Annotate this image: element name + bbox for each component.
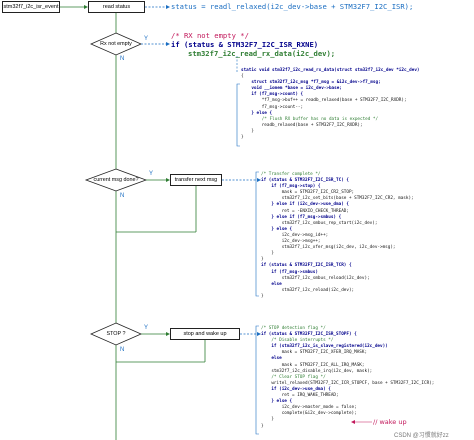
code-line: if (status & STM32F7_I2C_ISR_STOPF) { <box>261 332 357 338</box>
wake-up-annotation: // wake up <box>373 418 407 426</box>
code-line: stm32f7_i2c_disable_irq(i2c_dev, mask); <box>261 368 373 374</box>
transfer-next-box: transfer next msg <box>170 174 222 186</box>
status-read-line: status = readl_relaxed(i2c_dev->base + S… <box>171 2 414 11</box>
rx-diamond <box>90 32 142 56</box>
code-line: } <box>261 257 264 263</box>
code-line: if (status & STM32F7_I2C_ISR_TC) { <box>261 178 349 184</box>
rx-no-label: N <box>120 56 125 62</box>
code-line: mask = STM32F7_I2C_XFER_IRQ_MASK; <box>261 350 368 356</box>
rx-if-line: if (status & STM32F7_I2C_ISR_RXNE) <box>171 40 319 49</box>
code-line: /* STOP detection flag */ <box>261 326 326 331</box>
code-line: if (i2c_dev->use_dma) { <box>261 386 331 392</box>
code-line: /* Disable interrupts */ <box>261 338 334 344</box>
code-line: } else { <box>241 110 273 116</box>
stop-diamond <box>90 322 142 346</box>
stop-no-label: N <box>120 347 125 353</box>
transfer-complete-code: /* Transfer complete */if (status & STM3… <box>261 172 414 300</box>
code-line: { <box>241 74 244 80</box>
code-line: } <box>261 251 274 257</box>
code-line: ret = IRQ_WAKE_THREAD; <box>261 393 339 399</box>
code-line: else <box>261 281 282 287</box>
msg-diamond <box>84 168 148 192</box>
code-line: } else if (f7_msg->smbus) { <box>261 214 342 220</box>
code-line: mask = STM32F7_I2C_ALL_IRQ_MASK; <box>261 362 365 368</box>
code-line: writel_relaxed(STM32F7_I2C_ICR_STOPCF, b… <box>261 380 435 386</box>
code-line: else <box>261 356 282 362</box>
code-line: } <box>241 128 254 134</box>
code-line: } else if (i2c_dev->use_dma) { <box>261 202 349 208</box>
code-line: mask = STM32F7_I2C_CR2_STOP; <box>261 190 355 196</box>
code-line: struct stm32f7_i2c_msg *f7_msg = &i2c_de… <box>241 80 381 86</box>
msg-question: current msg done? <box>93 177 139 183</box>
code-line: if (f7_msg->stop) { <box>261 184 321 190</box>
msg-yes-label: Y <box>149 171 154 177</box>
code-line: i2c_dev->master_mode = false; <box>261 405 357 411</box>
code-line: void __iomem *base = i2c_dev->base; <box>241 86 342 92</box>
code-line: static void stm32f7_i2c_read_rx_data(str… <box>241 68 420 73</box>
stop-yes-label: Y <box>144 325 149 331</box>
code-line: /* Flush RX buffer has no data is expect… <box>241 116 379 122</box>
read-status-box: read status <box>88 1 145 13</box>
code-line: stm32f7_i2c_smbus_reload(i2c_dev); <box>261 275 370 281</box>
code-line: } else { <box>261 226 293 232</box>
rx-yes-label: Y <box>144 36 149 42</box>
stop-wake-box: stop and wake up <box>170 328 240 340</box>
rx-question: Rx not empty <box>100 41 132 47</box>
code-line: *f7_msg->buf++ = readb_relaxed(base + ST… <box>241 98 407 104</box>
code-line: } <box>261 293 264 299</box>
code-line: } <box>261 417 274 423</box>
code-line: if (f7_msg->smbus) <box>261 269 318 275</box>
code-line: /* Clear STOP flag */ <box>261 374 326 380</box>
code-line: /* Transfer complete */ <box>261 172 321 177</box>
code-line: readb_relaxed(base + STM32F7_I2C_RXDR); <box>241 122 363 128</box>
rx-comment: /* RX not empty */ <box>171 31 249 40</box>
code-line: stm32f7_i2c_reload(i2c_dev); <box>261 287 355 293</box>
stop-question: STOP ? <box>106 331 126 337</box>
code-line: } <box>261 423 264 429</box>
watermark: CSDN @习惯就好zz <box>394 433 449 439</box>
code-line: if (f7_msg->count) { <box>241 92 304 98</box>
code-line: if (status & STM32F7_I2C_ISR_TCR) { <box>261 263 352 269</box>
stop-detection-code: /* STOP detection flag */if (status & ST… <box>261 326 434 430</box>
code-line: i2c_dev->msg_id++; <box>261 232 329 238</box>
code-line: f7_msg->count--; <box>241 104 304 110</box>
rx-call-line: stm32f7_i2c_read_rx_data(i2c_dev); <box>188 49 336 58</box>
code-line: stm32f7_i2c_xfer_msg(i2c_dev, i2c_dev->m… <box>261 245 396 251</box>
code-line: stm32f7_i2c_smbus_rep_start(i2c_dev); <box>261 220 378 226</box>
isr-entry-box: stm32f7_i2c_isr_event <box>2 1 60 13</box>
code-line: if (stm32f7_i2c_is_slave_registered(i2c_… <box>261 344 388 350</box>
code-line: } <box>241 135 244 141</box>
code-line: } else { <box>261 399 293 405</box>
code-line: stm32f7_i2c_set_bits(base + STM32F7_I2C_… <box>261 196 414 202</box>
read-rx-function-code: static void stm32f7_i2c_read_rx_data(str… <box>241 68 420 141</box>
code-line: complete(&i2c_dev->complete); <box>261 411 357 417</box>
msg-no-label: N <box>120 193 125 199</box>
code-line: i2c_dev->msg++; <box>261 239 321 245</box>
code-line: ret = -ENXIO_CHECK_THREAD; <box>261 208 349 214</box>
